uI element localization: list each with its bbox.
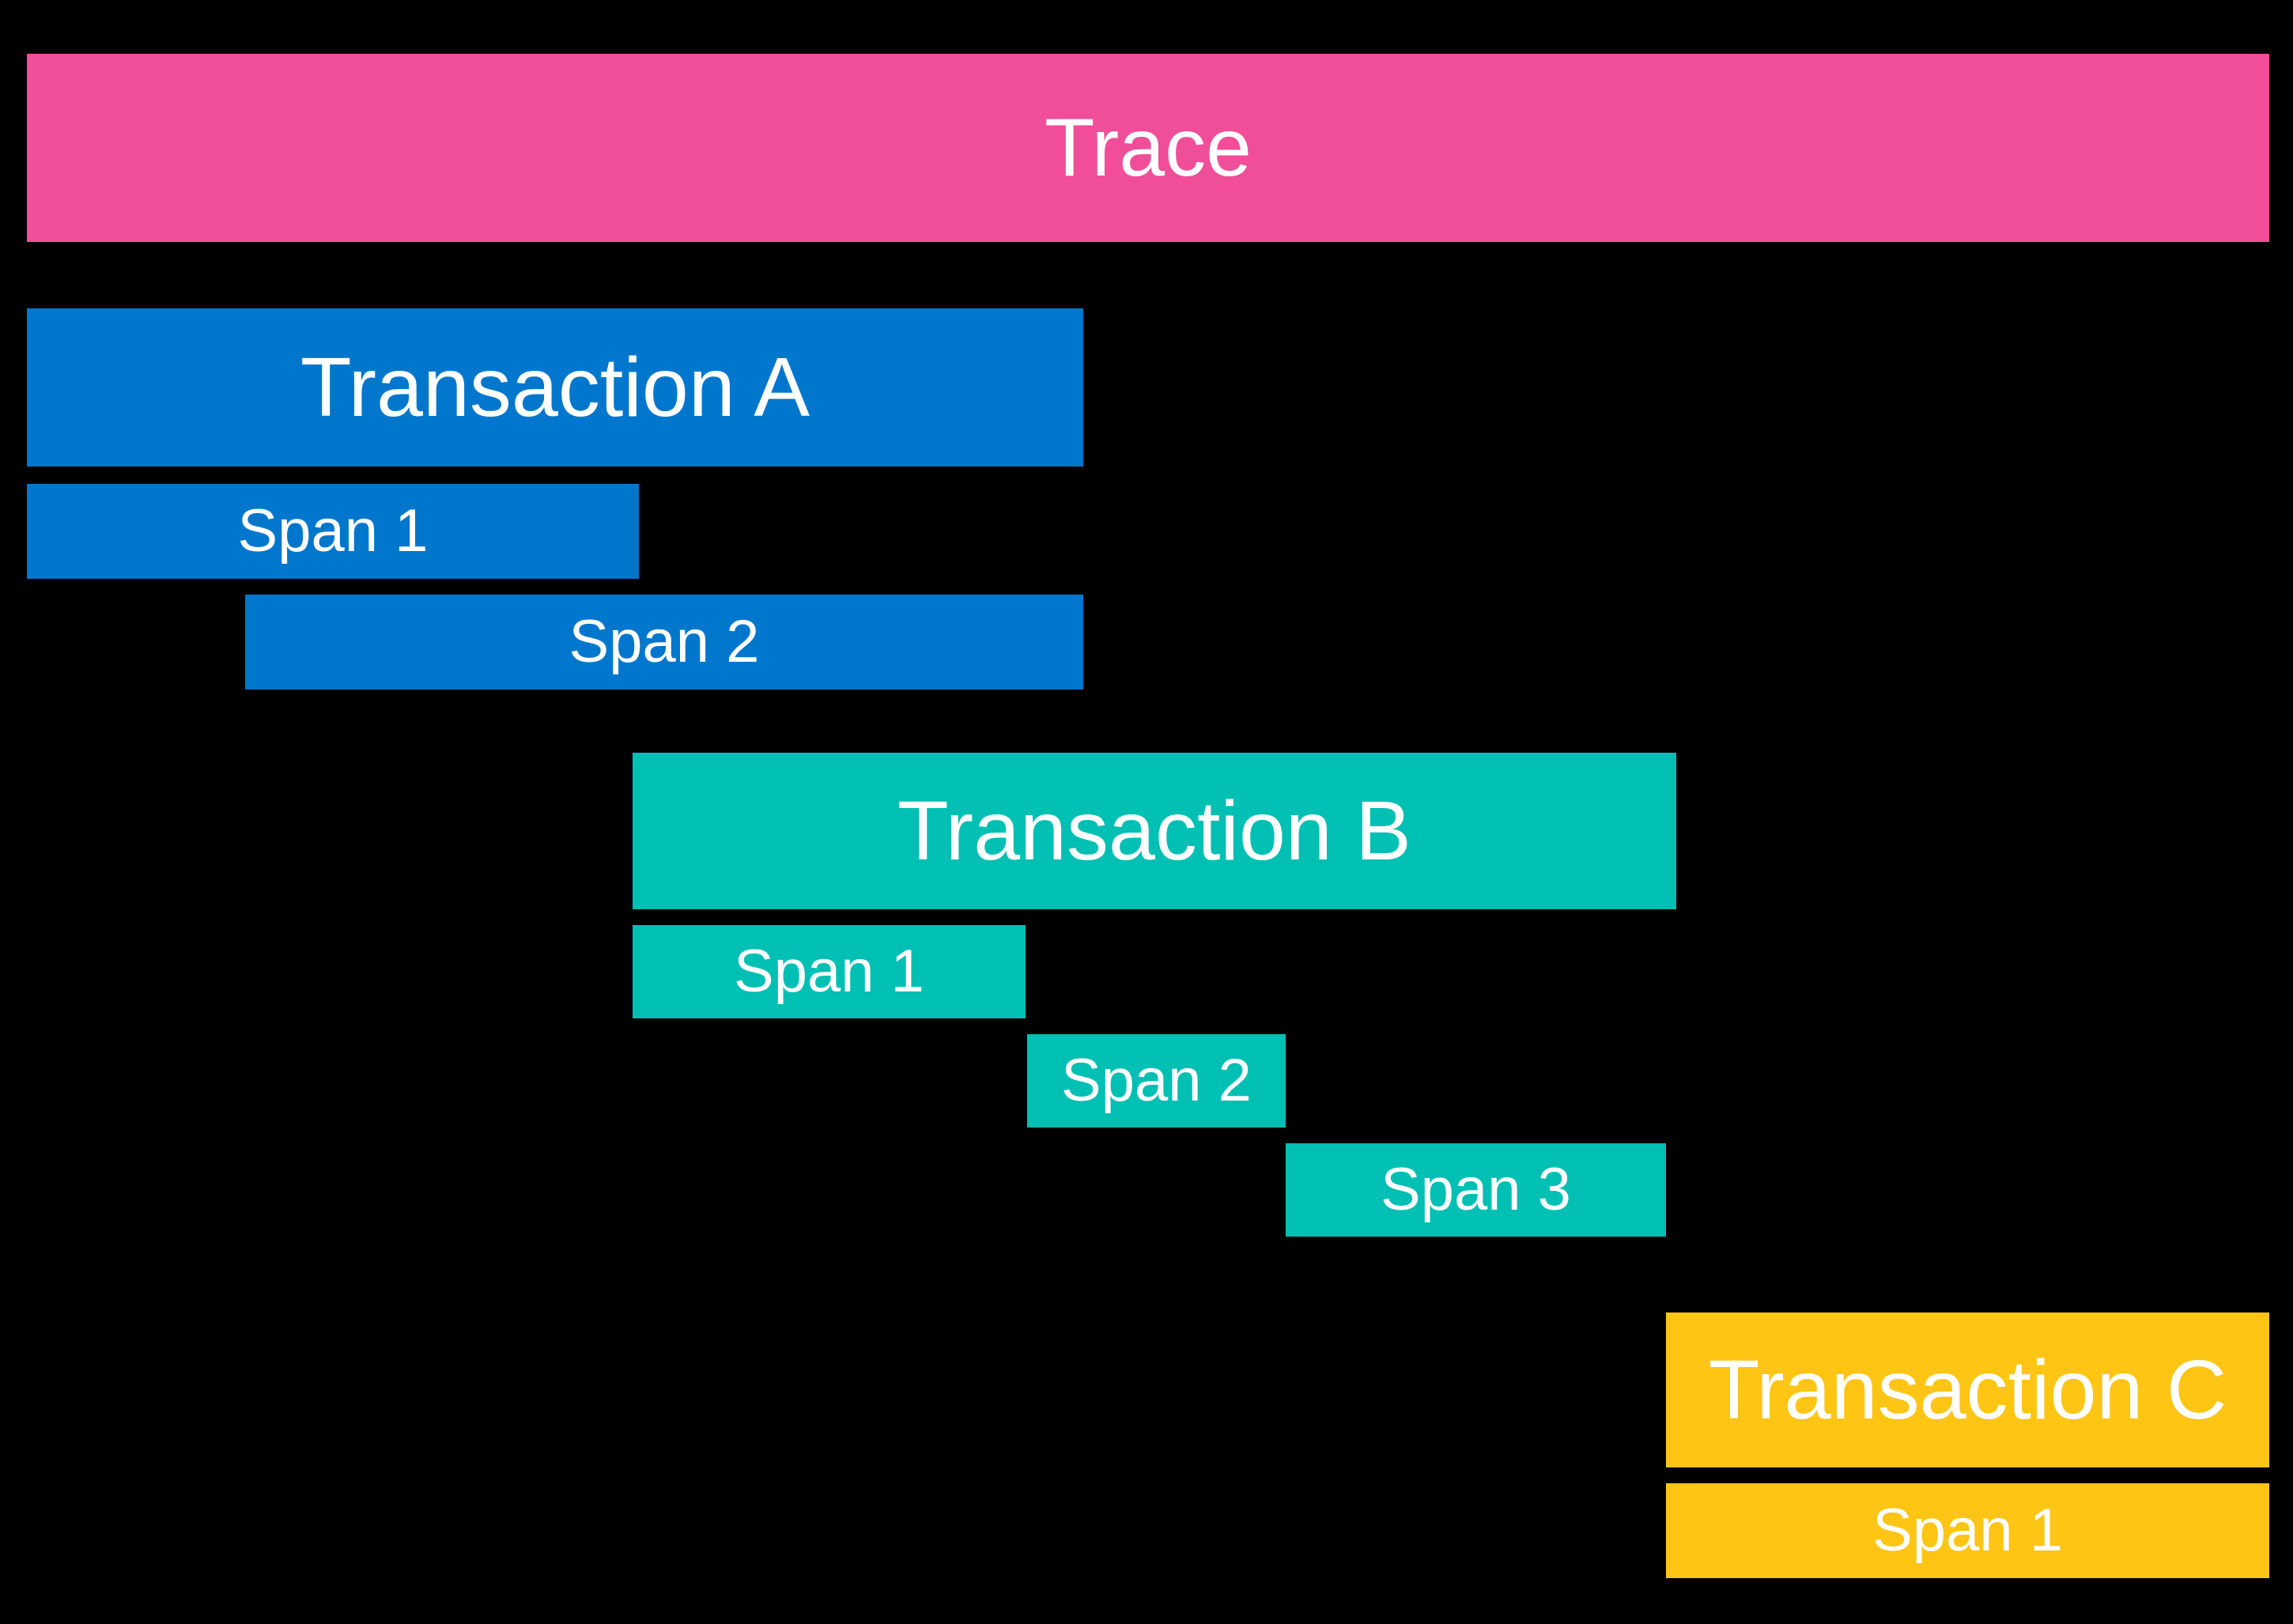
transaction-b-label: Transaction B [897,784,1412,878]
transaction-c-span-1-label: Span 1 [1872,1497,2063,1564]
transaction-b-span-1-bar: Span 1 [633,925,1026,1018]
transaction-a-label: Transaction A [300,341,810,434]
trace-label: Trace [1045,102,1252,194]
transaction-b-span-3-bar: Span 3 [1286,1143,1666,1237]
transaction-b-span-3-label: Span 3 [1381,1156,1571,1223]
transaction-b-bar: Transaction B [633,753,1676,909]
transaction-b-span-2-label: Span 2 [1061,1047,1252,1114]
transaction-a-span-2-label: Span 2 [569,608,760,675]
transaction-b-span-2-bar: Span 2 [1027,1034,1286,1127]
transaction-c-span-1-bar: Span 1 [1666,1483,2269,1578]
transaction-c-bar: Transaction C [1666,1312,2269,1467]
transaction-b-span-1-label: Span 1 [734,938,924,1005]
transaction-a-span-1-bar: Span 1 [27,484,639,579]
transaction-c-label: Transaction C [1708,1343,2227,1437]
transaction-a-span-1-label: Span 1 [237,497,429,565]
trace-bar: Trace [27,54,2269,242]
transaction-a-bar: Transaction A [27,308,1083,466]
transaction-a-span-2-bar: Span 2 [245,595,1083,689]
